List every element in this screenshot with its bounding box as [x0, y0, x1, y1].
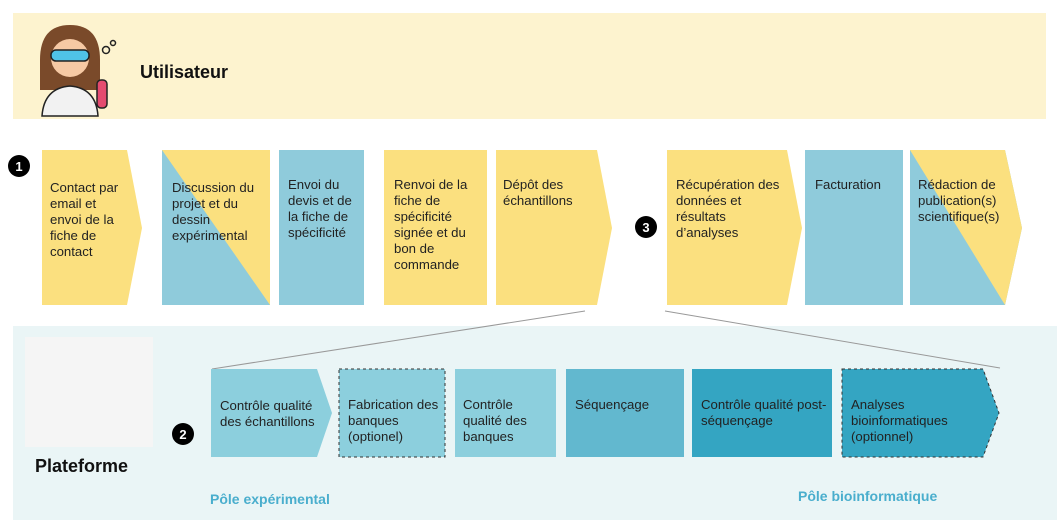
platform-step-label: Contrôle qualité post-séquençage: [701, 397, 827, 428]
user-step-shape: [279, 150, 364, 305]
step-number-badge: 1: [8, 155, 30, 177]
user-step-shape: [910, 150, 1022, 305]
user-step-shape: [162, 150, 270, 305]
user-step-label: Facturation: [815, 177, 881, 192]
user-step-label: Dépôt des échantillons: [503, 177, 573, 208]
platform-step-label: Analyses bioinformatiques (optionnel): [851, 397, 948, 444]
platform-step-shape: [338, 368, 446, 458]
zoom-line-right: [664, 310, 1001, 369]
user-step-shape: [805, 150, 903, 305]
platform-step-label: Séquençage: [575, 397, 650, 412]
platform-step-shape: [566, 369, 684, 457]
platform-step-label: Contrôle qualité des échantillons: [220, 398, 315, 429]
zoom-line-left: [211, 310, 586, 370]
pole-experimental-label: Pôle expérimental: [210, 491, 330, 507]
user-step-label: Contact par email et envoi de la fiche d…: [50, 180, 119, 259]
platform-step-shape: [841, 368, 1000, 458]
platform-step-label: Fabrication des banques (optionel): [348, 397, 439, 444]
user-band: [13, 13, 1046, 119]
platform-band-label: Plateforme: [35, 456, 129, 476]
platform-step-label: Contrôle qualité des banques: [463, 397, 527, 444]
user-step-label: Discussion du projet et du dessin expéri…: [172, 180, 255, 243]
user-step-label: Récupération des données et résultats d’…: [676, 177, 780, 240]
user-step-label: Rédaction de publication(s) scientifique…: [918, 177, 1000, 224]
user-step-shape: [384, 150, 487, 305]
platform-step-shape: [211, 369, 332, 457]
user-step-label: Renvoi de la fiche de spécificité signée…: [394, 177, 468, 272]
user-step-shape: [42, 150, 142, 305]
pole-bioinformatique-label: Pôle bioinformatique: [798, 488, 938, 504]
user-step-shape: [667, 150, 802, 305]
user-band-label: Utilisateur: [140, 62, 229, 82]
step-number-badge: 3: [635, 216, 657, 238]
step-number-badge: 2: [172, 423, 194, 445]
scientist-icon: [40, 25, 117, 117]
platform-step-shape: [692, 369, 832, 457]
platform-step-shape: [455, 369, 556, 457]
user-step-label: Envoi du devis et de la fiche de spécifi…: [288, 177, 352, 240]
user-step-shape: [496, 150, 612, 305]
platform-logo-background: [25, 337, 153, 447]
